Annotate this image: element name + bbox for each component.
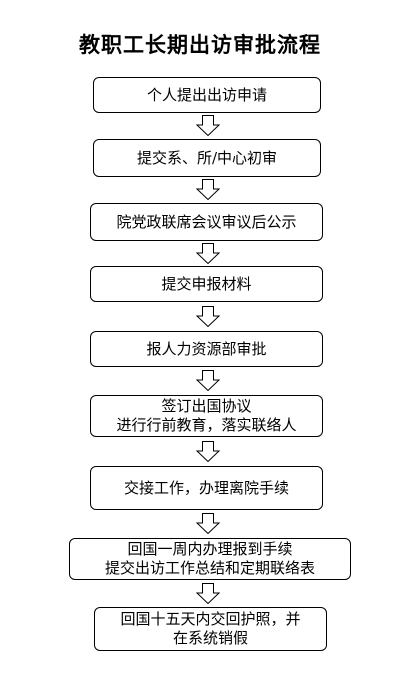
step-5-label: 报人力资源部审批 bbox=[146, 339, 267, 358]
step-7-label: 交接工作，办理离院手续 bbox=[123, 478, 289, 497]
down-arrow-icon bbox=[196, 583, 220, 604]
flowchart-title: 教职工长期出访审批流程 bbox=[79, 33, 321, 57]
step-6-label-line-1: 签订出国协议 bbox=[161, 397, 252, 415]
down-arrow-icon bbox=[196, 179, 220, 200]
step-4-box: 提交申报材料 bbox=[90, 266, 323, 302]
down-arrow-icon bbox=[196, 115, 220, 136]
down-arrow-icon bbox=[196, 306, 220, 327]
down-arrow-icon bbox=[196, 441, 220, 462]
step-6-label-line-2: 进行行前教育，落实联络人 bbox=[116, 416, 297, 434]
step-5-box: 报人力资源部审批 bbox=[90, 331, 323, 367]
step-1-label: 个人提出出访申请 bbox=[146, 85, 267, 104]
step-8-box: 回国一周内办理报到手续 提交出访工作总结和定期联络表 bbox=[69, 538, 351, 580]
step-9-label-line-1: 回国十五天内交回护照，并 bbox=[120, 610, 301, 628]
step-3-label: 院党政联席会议审议后公示 bbox=[116, 212, 297, 231]
down-arrow-icon bbox=[196, 370, 220, 391]
down-arrow-icon bbox=[196, 243, 220, 264]
step-4-label: 提交申报材料 bbox=[161, 274, 252, 293]
step-6-box: 签订出国协议 进行行前教育，落实联络人 bbox=[90, 395, 323, 437]
step-3-box: 院党政联席会议审议后公示 bbox=[90, 203, 323, 241]
step-1-box: 个人提出出访申请 bbox=[93, 77, 321, 113]
step-8-label-line-1: 回国一周内办理报到手续 bbox=[127, 540, 293, 558]
step-9-box: 回国十五天内交回护照，并 在系统销假 bbox=[94, 607, 327, 651]
step-2-box: 提交系、所/中心初审 bbox=[93, 139, 321, 177]
step-2-label: 提交系、所/中心初审 bbox=[136, 148, 278, 167]
step-9-label-line-2: 在系统销假 bbox=[172, 629, 248, 647]
step-8-label-line-2: 提交出访工作总结和定期联络表 bbox=[104, 559, 315, 577]
down-arrow-icon bbox=[196, 513, 220, 534]
step-7-box: 交接工作，办理离院手续 bbox=[90, 466, 323, 510]
